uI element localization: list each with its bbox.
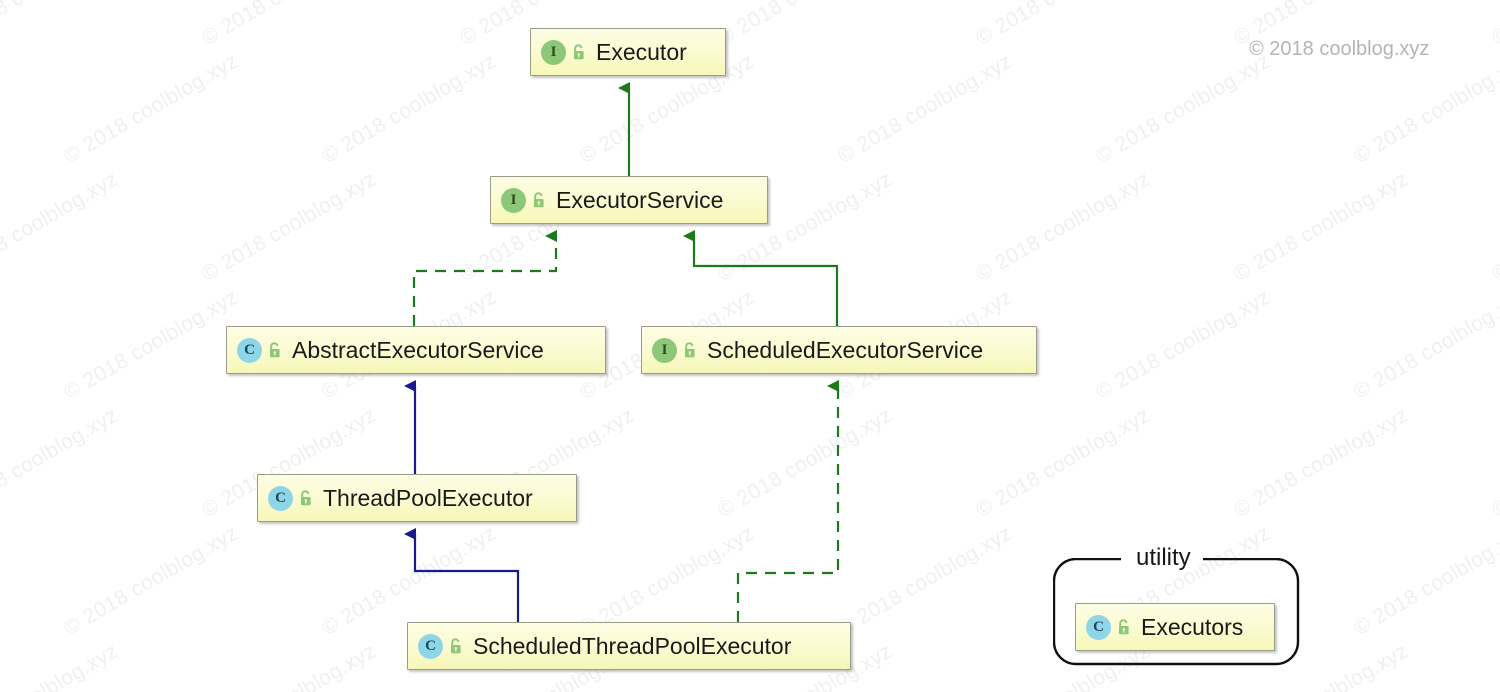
class-badge-icon: C: [237, 337, 262, 363]
uml-node-scheduled-executor-service[interactable]: I ScheduledExecutorService: [641, 326, 1037, 374]
open-padlock-icon: [571, 43, 587, 61]
watermark-text: © 2018 coolblog.xyz: [0, 403, 123, 521]
watermark-text: © 2018 coolblog.xyz: [1350, 49, 1500, 168]
uml-node-scheduled-thread-pool-executor[interactable]: C ScheduledThreadPoolExecutor: [407, 622, 851, 670]
watermark-text: © 2018 coolblog.xyz: [834, 521, 1017, 640]
watermark-text: © 2018 coolblog.xyz: [1230, 403, 1413, 522]
watermark-text: © 2018 coolblog.xyz: [1488, 0, 1500, 51]
uml-node-thread-pool-executor[interactable]: C ThreadPoolExecutor: [257, 474, 577, 522]
watermark-text: © 2018 coolblog.xyz: [60, 521, 243, 640]
interface-badge-icon: I: [652, 337, 677, 363]
watermark-text: © 2018 coolblog.xyz: [714, 403, 897, 522]
utility-group-frame: [1053, 558, 1300, 666]
uml-node-label: ScheduledThreadPoolExecutor: [473, 632, 792, 659]
watermark-text: © 2018 coolblog.xyz: [318, 49, 501, 168]
watermark-text: © 2018 coolblog.xyz: [1488, 167, 1500, 286]
watermark-text: © 2018 coolblog.xyz: [972, 0, 1155, 51]
interface-badge-icon: I: [541, 39, 566, 65]
open-padlock-icon: [1116, 618, 1132, 636]
uml-node-label: ScheduledExecutorService: [707, 336, 984, 363]
watermark-text: © 2018 coolblog.xyz: [0, 0, 123, 51]
watermark-text: © 2018 coolblog.xyz: [198, 0, 381, 51]
class-badge-icon: C: [1086, 614, 1111, 640]
uml-node-executor[interactable]: I Executor: [530, 28, 726, 76]
watermark-text: © 2018 coolblog.xyz: [198, 167, 381, 286]
watermark-text: © 2018 coolblog.xyz: [1350, 521, 1500, 640]
watermark-text: © 2018 coolblog.xyz: [198, 639, 381, 692]
watermark-text: © 2018 coolblog.xyz: [1350, 285, 1500, 404]
watermark-text: © 2018 coolblog.xyz: [834, 49, 1017, 168]
interface-badge-icon: I: [501, 187, 526, 213]
uml-node-label: ExecutorService: [556, 186, 724, 213]
uml-node-executors[interactable]: C Executors: [1075, 603, 1275, 651]
uml-node-label: AbstractExecutorService: [292, 336, 544, 363]
uml-node-label: ThreadPoolExecutor: [323, 484, 533, 511]
edge-scheduled-thread-pool-executor-to-thread-pool-executor: [404, 528, 520, 622]
open-padlock-icon: [448, 637, 464, 655]
watermark-text: © 2018 coolblog.xyz: [1488, 639, 1500, 692]
open-padlock-icon: [531, 191, 547, 209]
open-padlock-icon: [267, 341, 283, 359]
watermark-text: © 2018 coolblog.xyz: [60, 49, 243, 168]
open-padlock-icon: [298, 489, 314, 507]
watermark-text: © 2018 coolblog.xyz: [972, 167, 1155, 286]
edge-scheduled-executor-service-to-executor-service: [683, 230, 839, 326]
class-badge-icon: C: [268, 485, 293, 511]
watermark-text: © 2018 coolblog.xyz: [972, 403, 1155, 522]
open-padlock-icon: [682, 341, 698, 359]
watermark-text: © 2018 coolblog.xyz: [0, 639, 123, 692]
watermark-text: © 2018 coolblog.xyz: [714, 0, 897, 51]
watermark-text: © 2018 coolblog.xyz: [0, 167, 123, 285]
watermark-text: © 2018 coolblog.xyz: [60, 285, 243, 404]
uml-node-label: Executor: [596, 38, 687, 65]
watermark-text: © 2018 coolblog.xyz: [1092, 49, 1275, 168]
uml-node-abstract-executor-service[interactable]: C AbstractExecutorService: [226, 326, 606, 374]
watermark-text: © 2018 coolblog.xyz: [1488, 403, 1500, 522]
utility-group-title: utility: [1128, 546, 1199, 570]
uml-node-executor-service[interactable]: I ExecutorService: [490, 176, 768, 224]
watermark-text: © 2018 coolblog.xyz: [1230, 167, 1413, 286]
edge-abstract-executor-service-to-executor-service: [412, 230, 558, 326]
copyright-notice: © 2018 coolblog.xyz: [1249, 38, 1430, 60]
watermark-text: © 2018 coolblog.xyz: [1092, 285, 1275, 404]
uml-node-label: Executors: [1141, 613, 1244, 640]
edge-scheduled-thread-pool-executor-to-scheduled-executor-service: [736, 380, 840, 622]
class-badge-icon: C: [418, 633, 443, 659]
